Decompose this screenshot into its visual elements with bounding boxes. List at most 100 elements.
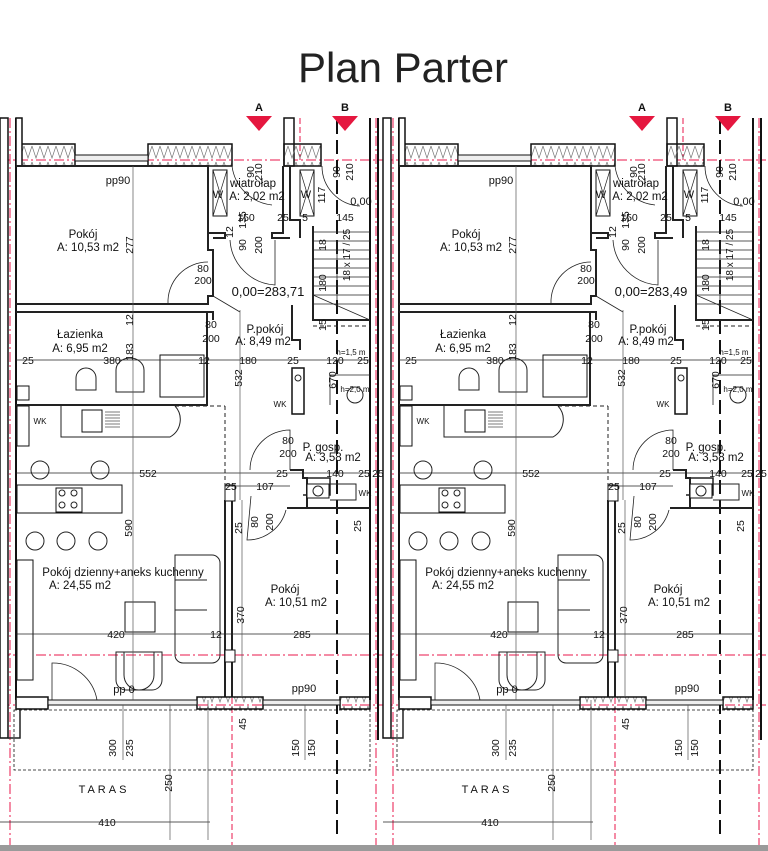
dimension-label: 532	[616, 369, 628, 387]
dimension-label: 200	[636, 236, 648, 254]
dimension-label: 15	[317, 319, 329, 331]
section-label-a: A	[255, 102, 263, 114]
dimension-label: 120	[709, 355, 727, 367]
dimension-label: 532	[233, 369, 245, 387]
room-name: wiatrołap	[229, 178, 276, 190]
dimension-label: 277	[124, 236, 136, 254]
furnace-burner	[695, 485, 707, 497]
stove-unit	[16, 405, 30, 447]
dimension-label: 25	[358, 468, 370, 480]
dimension-label: 45	[237, 718, 249, 730]
room-name: TARAS	[79, 784, 130, 796]
dimension-label: 285	[676, 629, 694, 641]
room-area: A: 3,58 m2	[305, 452, 361, 464]
dimension-label: 25	[740, 355, 752, 367]
room-label: 0,00	[350, 196, 371, 208]
shaft-cross	[212, 169, 228, 217]
dimension-label: 5	[685, 212, 691, 224]
room-label: W	[596, 189, 607, 201]
room-label: WK	[274, 400, 288, 409]
room-name: P. gosp.	[303, 442, 344, 454]
dimension-label: 140	[326, 468, 344, 480]
dimension-label: 200	[662, 448, 680, 460]
dimension-label: 12	[198, 355, 210, 367]
insulated-wall	[147, 143, 233, 167]
room-name: P. gosp.	[686, 442, 727, 454]
chimney	[607, 484, 619, 502]
vent	[677, 374, 685, 382]
room-label: W	[301, 189, 312, 201]
wall	[8, 708, 21, 739]
bottom-scroll-bar	[0, 845, 768, 851]
door-swing	[704, 165, 744, 207]
shaft-cross	[299, 169, 315, 217]
dimension-label: 135	[237, 211, 249, 229]
dimension-label: 25	[660, 212, 672, 224]
dimension-label: 180	[317, 274, 329, 292]
insulated-wall	[196, 696, 264, 710]
dimension-label: 80	[249, 516, 261, 528]
dimension-label: 107	[639, 481, 657, 493]
dimension-label: 107	[256, 481, 274, 493]
party-wall	[0, 117, 9, 739]
dimension-label: 200	[264, 513, 276, 531]
dimension-label: 670	[327, 371, 339, 389]
dimension-label: 90	[620, 239, 632, 251]
wall	[271, 166, 290, 239]
dimension-label: 235	[507, 739, 519, 757]
dimension-label: 200	[194, 275, 212, 287]
door-swing	[167, 261, 209, 305]
bar-stool	[471, 531, 491, 551]
coffee-table	[124, 601, 156, 633]
washing-machine	[713, 483, 740, 501]
wc-outline	[329, 374, 370, 405]
dimension-label: 12	[124, 314, 136, 326]
dimension-label: 210	[253, 163, 265, 181]
dimension-label: 90	[237, 239, 249, 251]
insulated-wall	[402, 143, 459, 167]
room-area: A: 10,53 m2	[57, 242, 119, 254]
dimension-label: 80	[282, 435, 294, 447]
window	[74, 154, 149, 162]
dimension-label: 12	[507, 314, 519, 326]
dimension-label: 25	[741, 468, 753, 480]
wall	[399, 311, 597, 320]
room-name: Pokój dzienny+aneks kuchenny	[425, 567, 587, 579]
dimension-label: 80	[205, 319, 217, 331]
boiler	[16, 385, 30, 401]
dimension-label: 200	[279, 448, 297, 460]
insulated-wall	[666, 143, 705, 167]
coffee-table	[507, 601, 539, 633]
insulated-wall	[722, 696, 754, 710]
dimension-label: 210	[636, 163, 648, 181]
room-name: Łazienka	[57, 329, 104, 341]
terrace-outline	[396, 709, 754, 771]
room-label: pp 0	[113, 684, 134, 696]
dimension-label: 12	[224, 226, 236, 238]
dimension-label: 150	[673, 739, 685, 757]
dimension-label: 120	[326, 355, 344, 367]
dimension-label: 300	[107, 739, 119, 757]
dimension-label: 18	[317, 239, 329, 251]
toilet	[75, 367, 97, 391]
room-label: h=2,0 m	[723, 385, 752, 394]
wall	[672, 166, 684, 238]
bathtub	[542, 354, 588, 398]
armchair	[115, 651, 163, 691]
room-label: h=1,5 m	[336, 348, 365, 357]
dimension-label: 18 x 17 / 25	[725, 228, 736, 281]
room-label: pp90	[489, 175, 513, 187]
wc-outline	[712, 374, 753, 405]
stair-cut	[312, 294, 371, 321]
room-label: h=1,5 m	[719, 348, 748, 357]
column	[607, 649, 619, 663]
room-area: A: 8,49 m2	[235, 336, 291, 348]
elevation-label: 0,00=283,49	[615, 284, 688, 299]
dimension-label: 552	[522, 468, 540, 480]
kitchen-sink	[81, 409, 103, 433]
dimension-label: 180	[700, 274, 712, 292]
window	[262, 699, 341, 706]
dimension-label: 25	[225, 481, 237, 493]
washbasin	[498, 357, 528, 393]
